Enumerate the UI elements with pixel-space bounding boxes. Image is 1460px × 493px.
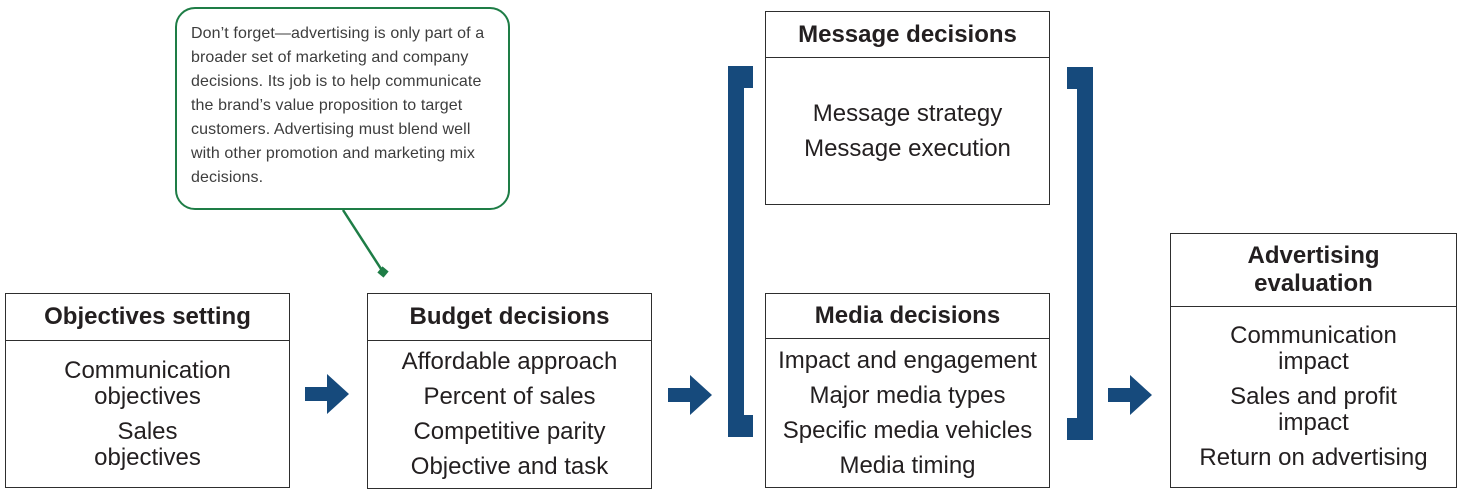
flow-arrow-icon — [1108, 375, 1152, 415]
box-title: Media decisions — [766, 294, 1049, 339]
box-item: Competitive parity — [413, 418, 606, 445]
box-advertising-evaluation: Advertising evaluation Communication imp… — [1170, 233, 1457, 488]
box-body: Impact and engagement Major media types … — [766, 339, 1049, 487]
box-title: Message decisions — [766, 12, 1049, 58]
leader-line-icon — [341, 209, 389, 278]
box-item: Media timing — [839, 451, 976, 479]
box-item: Specific media vehicles — [782, 416, 1033, 444]
box-body: Message strategy Message execution — [766, 58, 1049, 204]
left-bracket-icon — [728, 66, 753, 437]
callout-text: Don’t forget—advertising is only part of… — [191, 25, 485, 186]
box-body: Affordable approach Percent of sales Com… — [368, 341, 651, 488]
right-bracket-icon — [1067, 67, 1093, 440]
box-objectives-setting: Objectives setting Communication objecti… — [5, 293, 290, 488]
flow-arrow-icon — [305, 374, 349, 414]
box-title: Objectives setting — [6, 294, 289, 341]
box-body: Communication impact Sales and profit im… — [1171, 307, 1456, 487]
box-item: Communication impact — [1230, 322, 1397, 375]
box-item: Communication objectives — [64, 356, 231, 410]
box-item: Percent of sales — [423, 383, 596, 410]
box-message-decisions: Message decisions Message strategy Messa… — [765, 11, 1050, 205]
box-body: Communication objectives Sales objective… — [6, 341, 289, 487]
box-item: Message strategy — [812, 99, 1003, 127]
box-item: Impact and engagement — [778, 346, 1037, 374]
box-item: Return on advertising — [1199, 444, 1428, 471]
flow-arrow-icon — [668, 375, 712, 415]
callout-bubble: Don’t forget—advertising is only part of… — [175, 7, 510, 210]
box-item: Major media types — [809, 381, 1006, 409]
box-budget-decisions: Budget decisions Affordable approach Per… — [367, 293, 652, 489]
box-title: Advertising evaluation — [1171, 234, 1456, 307]
box-item: Message execution — [804, 134, 1011, 162]
box-media-decisions: Media decisions Impact and engagement Ma… — [765, 293, 1050, 488]
box-title: Budget decisions — [368, 294, 651, 341]
box-item: Affordable approach — [401, 348, 618, 375]
box-item: Objective and task — [410, 453, 609, 480]
box-item: Sales objectives — [94, 417, 201, 471]
box-item: Sales and profit impact — [1230, 383, 1397, 436]
